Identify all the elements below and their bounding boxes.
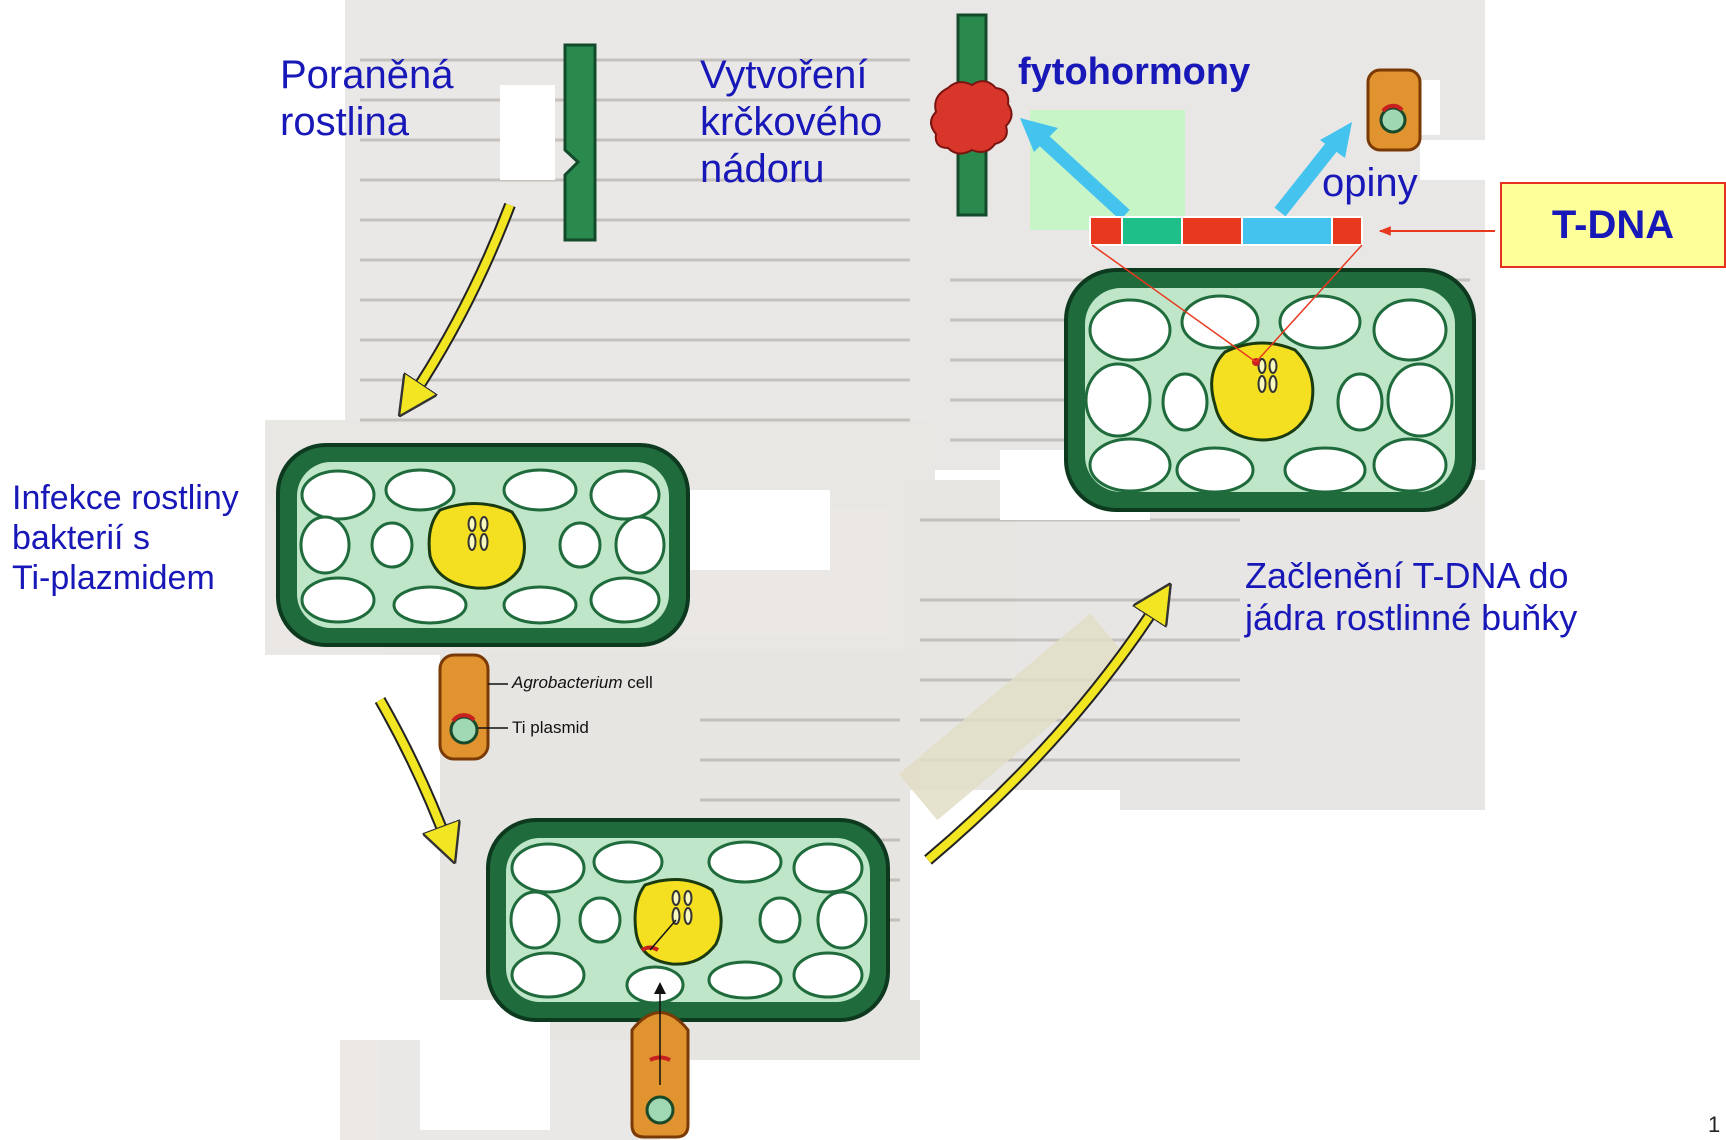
label-line: Vytvoření [700,52,882,99]
plant-cell-top-right [1066,270,1474,510]
wounded-stem [565,45,595,240]
label-poranena-rostlina: Poraněná rostlina [280,52,453,146]
label-cell-word: cell [623,673,653,692]
arrow-infection-to-transfer [380,700,448,845]
label-fytohormony: fytohormony [1018,50,1250,95]
crown-gall-tumor [931,81,1012,153]
tdna-label-box: T-DNA [1500,182,1726,268]
page-number: 1 [1708,1112,1720,1138]
label-vytvoreni-nadoru: Vytvoření krčkového nádoru [700,52,882,194]
label-line: Ti-plazmidem [12,558,239,598]
label-agrobacterium-italic: Agrobacterium [512,673,623,692]
plant-cell-middle-left [278,445,688,645]
label-line: jádra rostlinné buňky [1245,597,1577,639]
label-line: bakterií s [12,518,239,558]
label-agrobacterium-cell: Agrobacterium cell [512,673,653,693]
label-tdna: T-DNA [1552,203,1674,248]
bacterium-top [1368,70,1420,150]
label-line: Poraněná [280,52,453,99]
label-line: Infekce rostliny [12,478,239,518]
label-line: nádoru [700,146,882,193]
tdna-bar [1090,217,1362,245]
label-infekce: Infekce rostliny bakterií s Ti-plazmidem [12,478,239,598]
label-zacleneni: Začlenění T-DNA do jádra rostlinné buňky [1245,555,1577,640]
label-line: rostlina [280,99,453,146]
label-ti-plasmid: Ti plasmid [512,718,589,738]
label-opiny: opiny [1322,160,1418,207]
plant-cell-bottom [488,820,888,1020]
label-line: Začlenění T-DNA do [1245,555,1577,597]
label-line: krčkového [700,99,882,146]
